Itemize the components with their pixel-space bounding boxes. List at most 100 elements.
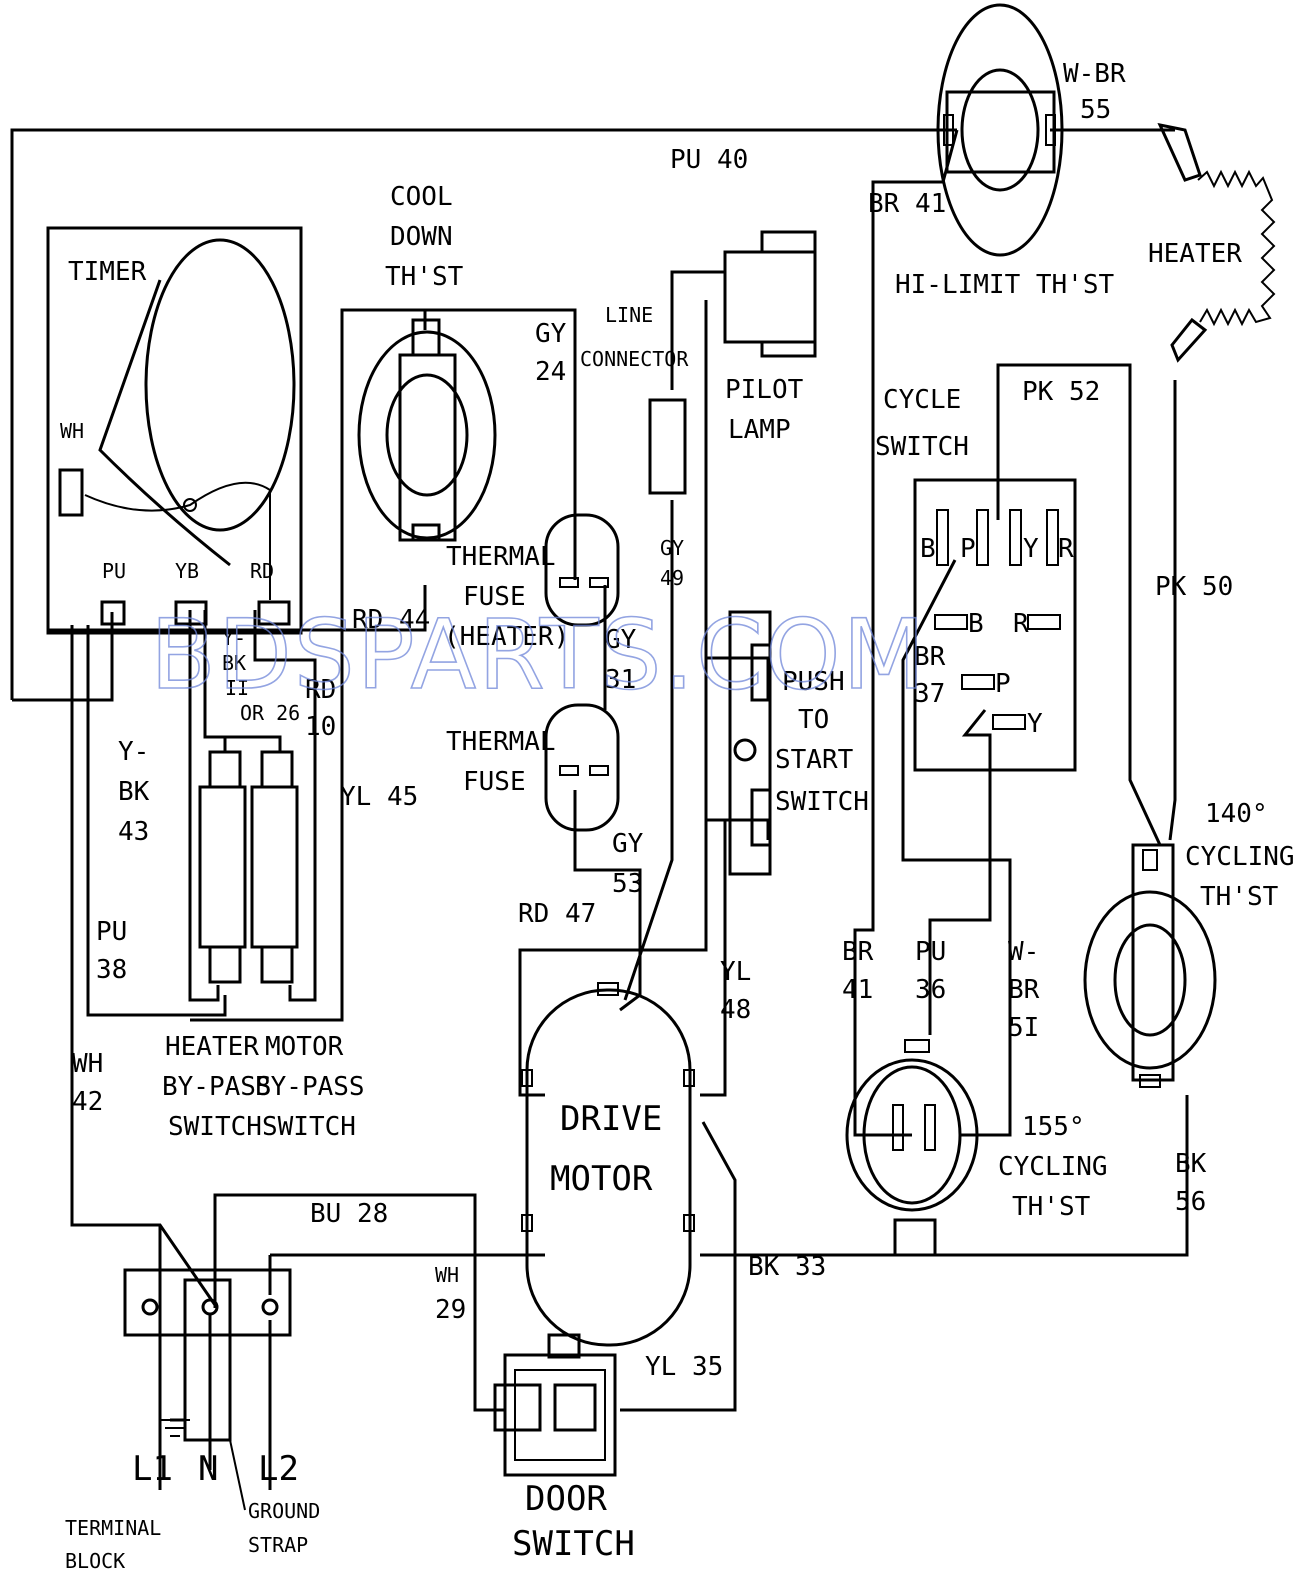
timer-terminal-rd: RD	[250, 559, 274, 583]
wire-wh29-1: WH	[435, 1263, 459, 1287]
wire-pu40: PU 40	[670, 145, 748, 175]
wire-bu28: BU 28	[310, 1199, 388, 1229]
wire-br41-top: BR 41	[868, 189, 946, 219]
thermal-fuse	[544, 703, 620, 832]
cycling-thermostat-155	[845, 1039, 979, 1257]
line-connector-label-1: LINE	[605, 303, 653, 327]
cycling-140-label-3: TH'ST	[1200, 882, 1279, 912]
wire-wbr51-1: W-	[1008, 937, 1039, 967]
watermark: BDSPARTS.COM	[150, 599, 927, 711]
cycle-switch-terminal-p1: P	[960, 534, 976, 564]
drive-motor-label-1: DRIVE	[560, 1099, 662, 1139]
motor-bypass-label-3: SWITCH	[262, 1112, 356, 1142]
wire-rd47: RD 47	[518, 899, 596, 929]
thermal-fuse-heater-label-3: (HEATER)	[444, 622, 569, 652]
wire-wbr55-1: W-BR	[1063, 59, 1126, 89]
terminal-l2: L2	[258, 1449, 299, 1489]
ground-strap-label-2: STRAP	[248, 1533, 308, 1557]
timer-label: TIMER	[68, 257, 147, 287]
wire-rd44: RD 44	[352, 605, 430, 635]
pilot-lamp-label-2: LAMP	[728, 415, 791, 445]
cycle-switch-terminal-y1: Y	[1023, 534, 1039, 564]
wire-ybk11-1: Y-	[222, 626, 246, 650]
wire-ybk43-3: 43	[118, 817, 149, 847]
hi-limit-label: HI-LIMIT TH'ST	[895, 270, 1114, 300]
wire-pu36-1: PU	[915, 937, 946, 967]
wire-pu38-1: PU	[96, 917, 127, 947]
wire-gy53-1: GY	[612, 829, 644, 859]
drive-motor	[521, 982, 695, 1347]
push-start-label-2: TO	[798, 705, 829, 735]
door-switch	[493, 1333, 617, 1477]
wire-rd10-2: 10	[305, 712, 336, 742]
cycle-switch-terminal-r1: R	[1058, 534, 1074, 564]
cycling-thermostat-140	[1083, 843, 1217, 1088]
wire-pu36-2: 36	[915, 975, 946, 1005]
wire-br41-low-2: 41	[842, 975, 873, 1005]
cycling-140-label-2: CYCLING	[1185, 842, 1295, 872]
timer-terminal-wh: WH	[60, 419, 84, 443]
wire-wh29-2: 29	[435, 1295, 466, 1325]
wire-gy49-2: 49	[660, 566, 684, 590]
push-start-label-3: START	[775, 745, 854, 775]
wire-gy53-2: 53	[612, 869, 643, 899]
motor-bypass-label-2: BY-PASS	[255, 1072, 365, 1102]
wire-pk50: PK 50	[1155, 572, 1233, 602]
wire-pu38-2: 38	[96, 955, 127, 985]
wire-wbr51-2: BR	[1008, 975, 1040, 1005]
cycle-switch-label-1: CYCLE	[883, 385, 961, 415]
terminal-l1: L1	[132, 1449, 173, 1489]
wire-ybk43-1: Y-	[118, 737, 149, 767]
wire-bk56-1: BK	[1175, 1149, 1207, 1179]
push-start-label-4: SWITCH	[775, 787, 869, 817]
cycle-switch-terminal-b1: B	[920, 534, 936, 564]
wire-br37-2: 37	[914, 679, 945, 709]
line-connector-label-2: CONNECTOR	[580, 347, 689, 371]
terminal-block-label-1: TERMINAL	[65, 1516, 161, 1540]
cool-down-label-2: DOWN	[390, 222, 453, 252]
wire-yl35: YL 35	[645, 1352, 723, 1382]
wire-gy31-1: GY	[605, 625, 637, 655]
thermal-fuse-heater-label-1: THERMAL	[446, 542, 556, 572]
cycling-155-label-3: TH'ST	[1012, 1192, 1091, 1222]
push-to-start-switch	[728, 610, 772, 876]
cycling-140-label-1: 140°	[1205, 799, 1268, 829]
cycle-switch-terminal-y2: Y	[1027, 709, 1043, 739]
wire-ybk43-2: BK	[118, 777, 150, 807]
cycling-155-label-2: CYCLING	[998, 1152, 1108, 1182]
cycling-155-label-1: 155°	[1022, 1112, 1085, 1142]
wire-ybk11-2: BK	[222, 651, 246, 675]
wire-br41-low-1: BR	[842, 937, 874, 967]
wire-bk33: BK 33	[748, 1252, 826, 1282]
heater-bypass-label-3: SWITCH	[168, 1112, 262, 1142]
timer-terminal-yb: YB	[175, 559, 199, 583]
terminal-n: N	[198, 1449, 218, 1489]
wire-bk56-2: 56	[1175, 1187, 1206, 1217]
thermal-fuse-label-1: THERMAL	[446, 727, 556, 757]
terminal-block	[123, 1268, 292, 1511]
wire-gy24-1: GY	[535, 319, 567, 349]
hi-limit-thermostat	[936, 3, 1064, 257]
heater-bypass-label-1: HEATER	[165, 1032, 259, 1062]
terminal-block-label-2: BLOCK	[65, 1549, 125, 1573]
push-start-label-1: PUSH	[782, 667, 845, 697]
cycle-switch-terminal-p2: P	[995, 669, 1011, 699]
wire-br37-1: BR	[914, 642, 946, 672]
cycle-switch-terminal-b2: B	[968, 609, 984, 639]
cycle-switch-terminal-r2: R	[1013, 609, 1029, 639]
cool-down-label-3: TH'ST	[385, 262, 464, 292]
wires	[10, 128, 1189, 1490]
ground-strap-label-1: GROUND	[248, 1499, 320, 1523]
wire-gy24-2: 24	[535, 357, 566, 387]
thermal-fuse-heater-label-2: FUSE	[463, 582, 526, 612]
cool-down-thermostat	[357, 318, 497, 542]
thermal-fuse-label-2: FUSE	[463, 767, 526, 797]
timer	[46, 226, 303, 635]
motor-bypass-label-1: MOTOR	[265, 1032, 344, 1062]
pilot-lamp	[723, 230, 817, 358]
thermal-fuse-heater	[544, 513, 620, 627]
wire-gy31-2: 31	[605, 665, 636, 695]
heater-bypass-label-2: BY-PASS	[162, 1072, 272, 1102]
heater-element	[1157, 122, 1276, 363]
